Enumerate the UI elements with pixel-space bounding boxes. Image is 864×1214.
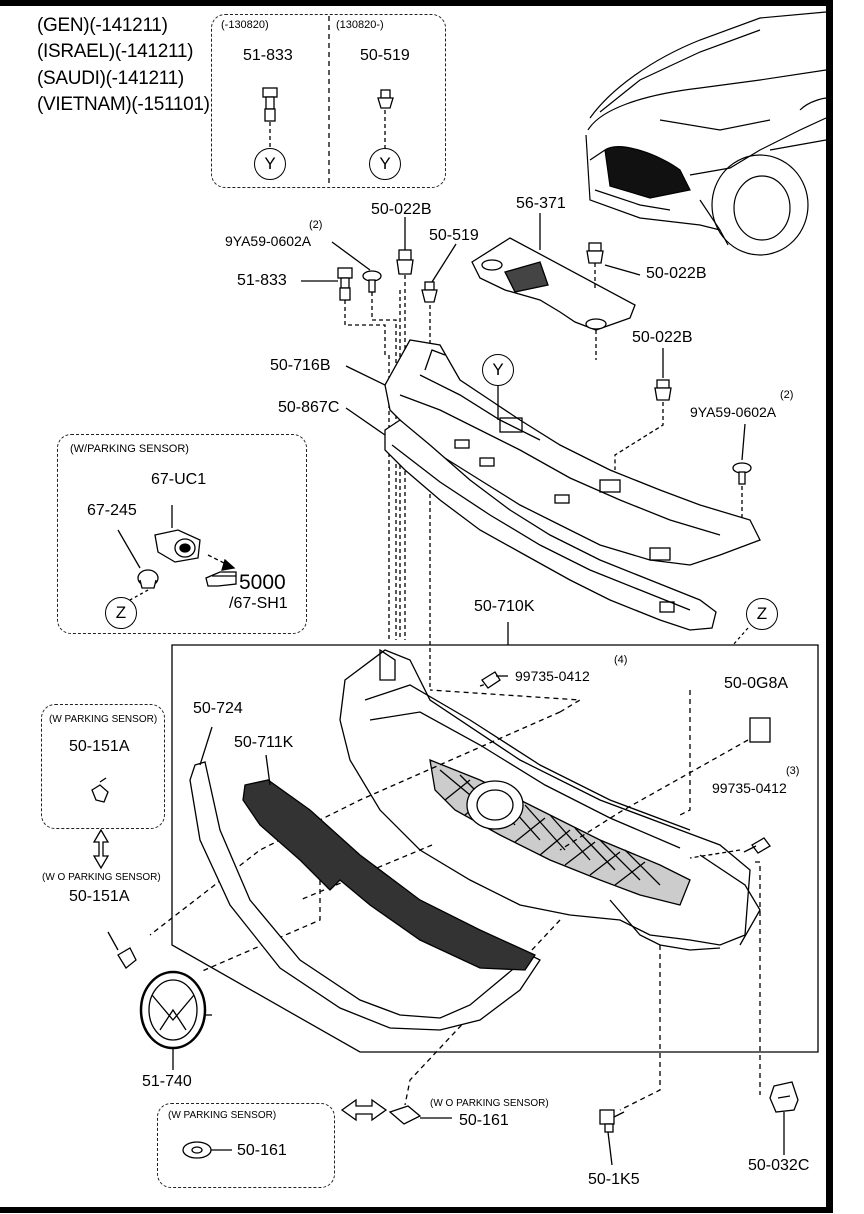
pad-50-0g8a <box>749 717 771 743</box>
label-9ya59-qty-b: (2) <box>780 389 794 401</box>
label-51-740: 51-740 <box>142 1073 192 1090</box>
inset-range-right: (130820-) <box>336 19 384 31</box>
inset-box-fastener <box>211 14 446 188</box>
hand-pointer-icon <box>205 571 237 587</box>
clip-50-022b-right-icon <box>586 242 604 290</box>
cover-50-161-wops-icon <box>388 1105 452 1125</box>
clip-50-519-inset-icon <box>377 89 394 148</box>
sensor-retainer-67-245-icon <box>117 529 159 601</box>
wps-161-title: (W PARKING SENSOR) <box>168 1110 277 1121</box>
panel-50-711k <box>242 779 536 971</box>
wps-151a-title: (W PARKING SENSOR) <box>49 714 158 725</box>
screw-99735-0412-b-icon <box>743 837 771 854</box>
applicability-vietnam: (VIETNAM)(-151101) <box>37 94 210 115</box>
grille-50-710k <box>339 648 761 951</box>
label-50-1k5: 50-1K5 <box>588 1171 640 1188</box>
clip-50-1k5-icon <box>599 1109 625 1166</box>
applicability-gen: (GEN)(-141211) <box>37 15 168 36</box>
inset-part-50-519: 50-519 <box>360 47 410 64</box>
bracket-50-151a-wops-icon <box>107 931 137 969</box>
clip-51-833-inset-icon <box>262 87 278 148</box>
ref-y-inset-right: Y <box>369 148 401 180</box>
label-50-161-wps: 50-161 <box>237 1142 287 1159</box>
emblem-51-740 <box>139 970 212 1070</box>
clip-51-833-icon <box>337 267 386 355</box>
label-99735-qty-a: (4) <box>614 654 628 666</box>
label-50-022b-c: 50-022B <box>632 329 693 346</box>
label-50-151a-wops: 50-151A <box>69 888 130 905</box>
ref-z-main: Z <box>746 598 778 630</box>
deflector-50-867c <box>384 419 717 631</box>
parking-sensor-icon <box>154 505 201 563</box>
label-99735-0412-a: 99735-0412 <box>515 668 590 684</box>
label-50-022b-a: 50-022B <box>371 201 432 218</box>
clip-50-022b-lower-right-icon <box>614 379 672 470</box>
label-50-022b-b: 50-022B <box>646 265 707 282</box>
ref-section-67-sh1: /67-SH1 <box>229 595 288 612</box>
label-99735-0412-b: 99735-0412 <box>712 780 787 796</box>
grille-assembly-outline <box>171 644 819 1053</box>
sensor-arrow-line <box>207 554 229 566</box>
cover-50-161-wps-icon <box>182 1141 232 1159</box>
vehicle-illustration <box>585 11 827 256</box>
label-50-0g8a: 50-0G8A <box>724 675 789 692</box>
label-50-710k: 50-710K <box>474 598 535 615</box>
label-50-867c: 50-867C <box>278 399 340 416</box>
label-50-161-wops: 50-161 <box>459 1112 509 1129</box>
clip-50-032c-icon <box>769 1081 799 1155</box>
shroud-50-716b <box>384 339 761 566</box>
bracket-50-151a-wps-icon <box>91 777 109 803</box>
clip-9ya59-0602a-upper-icon <box>362 270 397 640</box>
top-border <box>0 0 833 6</box>
applicability-saudi: (SAUDI)(-141211) <box>37 68 184 89</box>
ref-z-sensor: Z <box>105 597 137 629</box>
applicability-israel: (ISRAEL)(-141211) <box>37 41 194 62</box>
ref-y-inset-left: Y <box>254 148 286 180</box>
parking-sensor-box <box>57 434 307 634</box>
bottom-border <box>0 1207 833 1213</box>
label-50-711k: 50-711K <box>234 734 294 751</box>
label-99735-qty-b: (3) <box>786 765 800 777</box>
label-50-519: 50-519 <box>429 227 479 244</box>
label-9ya59-qty-a: (2) <box>309 219 323 231</box>
label-50-151a-wps: 50-151A <box>69 738 130 755</box>
wops-label-b: (W O PARKING SENSOR) <box>430 1098 549 1109</box>
ref-y-main: Y <box>482 354 514 386</box>
double-arrow-horizontal-icon <box>340 1098 388 1122</box>
right-border <box>826 0 833 1213</box>
double-arrow-vertical-icon <box>92 828 110 870</box>
parking-sensor-title: (W/PARKING SENSOR) <box>70 443 189 455</box>
label-50-724: 50-724 <box>193 700 243 717</box>
splash-shield-56-371 <box>471 237 636 360</box>
label-50-032c: 50-032C <box>748 1157 810 1174</box>
label-9ya59-0602a-b: 9YA59-0602A <box>690 404 777 420</box>
label-50-716b: 50-716B <box>270 357 331 374</box>
label-56-371: 56-371 <box>516 195 566 212</box>
inset-part-51-833: 51-833 <box>243 47 293 64</box>
wps-161-box <box>157 1103 335 1188</box>
wops-label-a: (W O PARKING SENSOR) <box>42 872 161 883</box>
ref-section-5000: 5000 <box>239 571 286 594</box>
screw-99735-0412-a-icon <box>481 671 508 689</box>
label-51-833: 51-833 <box>237 272 287 289</box>
label-9ya59-0602a-a: 9YA59-0602A <box>225 233 312 249</box>
wps-151a-box <box>41 704 165 829</box>
clip-9ya59-0602a-lower-icon <box>732 462 752 520</box>
inset-range-left: (-130820) <box>221 19 269 31</box>
label-67-245: 67-245 <box>87 502 137 519</box>
molding-50-724 <box>189 761 541 1031</box>
label-67-uc1: 67-UC1 <box>151 471 207 488</box>
